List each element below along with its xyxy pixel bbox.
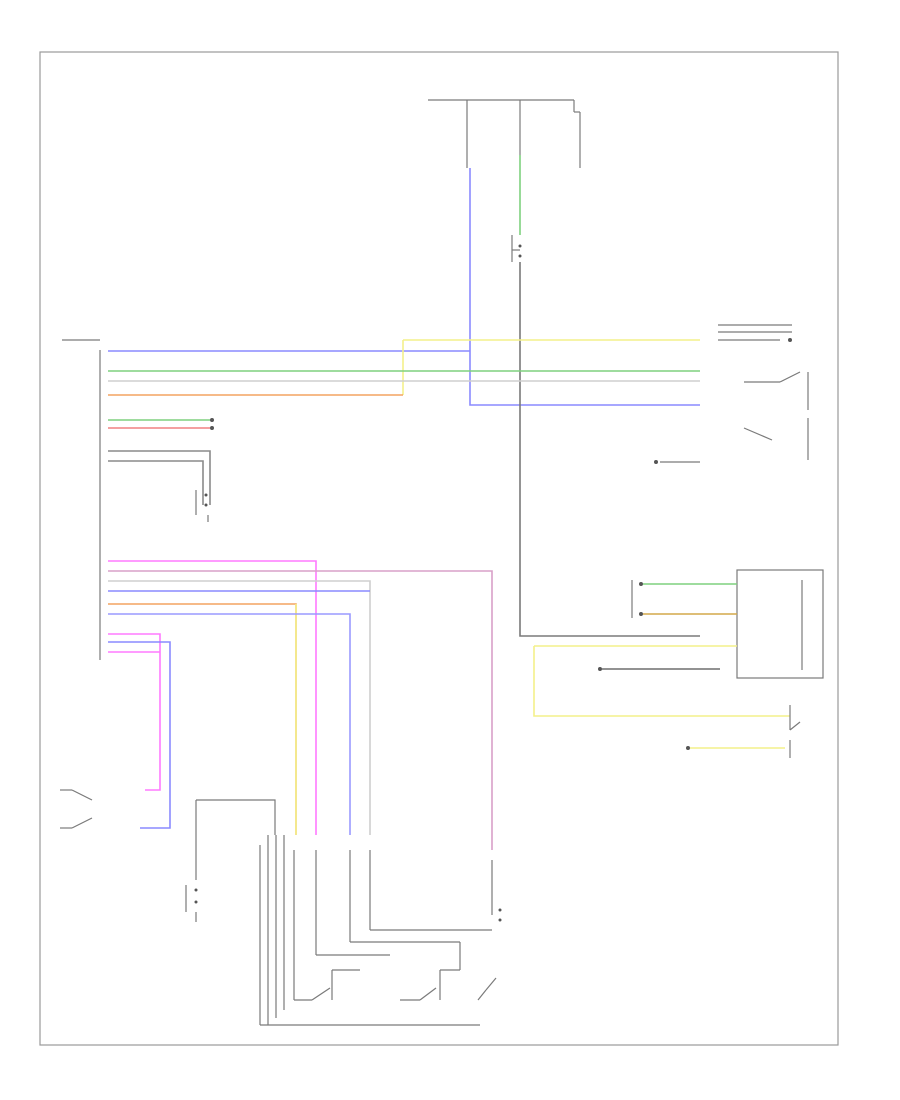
fuse-block bbox=[428, 99, 581, 168]
gray-wire-center bbox=[519, 262, 700, 637]
window-switch-bus bbox=[259, 845, 502, 1026]
left-rear-door-switch bbox=[718, 324, 792, 342]
passenger-door-lock bbox=[686, 705, 801, 758]
wire-gray-4 bbox=[108, 580, 371, 835]
wire-pink-gray bbox=[108, 570, 493, 850]
ground-connector-a bbox=[195, 490, 209, 522]
connector-c1 bbox=[511, 235, 522, 262]
wire-blue-4 bbox=[108, 641, 171, 829]
blue-wire-main bbox=[469, 168, 700, 406]
right-rear-door-switch bbox=[654, 460, 700, 464]
wire-yellow-down bbox=[533, 646, 790, 717]
instrument-cluster bbox=[736, 569, 824, 679]
cluster-connector bbox=[631, 580, 643, 618]
switch-feed-top bbox=[196, 799, 276, 835]
door-lock-switch bbox=[743, 371, 809, 460]
wire-gray-2 bbox=[108, 450, 211, 505]
wire-pink-1 bbox=[108, 560, 317, 835]
wire-pink-2 bbox=[108, 633, 161, 791]
wire-blue-3 bbox=[108, 613, 351, 835]
switch-connector-stubs bbox=[267, 835, 493, 1025]
driver-door-switch bbox=[60, 789, 93, 829]
wire-gray-3 bbox=[108, 460, 204, 505]
ground-connector-c bbox=[185, 885, 198, 922]
diagram-frame bbox=[39, 51, 839, 1046]
